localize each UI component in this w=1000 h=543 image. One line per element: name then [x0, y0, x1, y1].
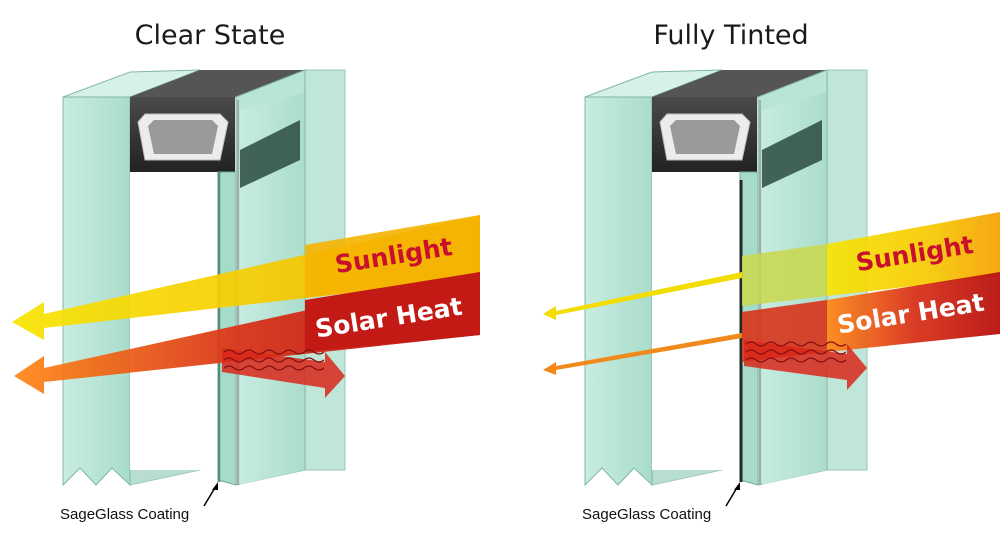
panel-fully-tinted: Fully Tinted Sunlight: [543, 20, 1000, 523]
sunlight-arrow-tinted: Sunlight: [543, 212, 1000, 320]
panel-clear-state: Clear State: [12, 20, 480, 523]
heat-waves-tinted: [744, 340, 867, 390]
spacer-bar: [652, 70, 827, 172]
solar-heat-arrow-tinted: Solar Heat: [543, 272, 1000, 390]
coating-callout-tinted: SageGlass Coating: [582, 482, 740, 523]
solar-heat-arrow-clear: Solar Heat: [14, 272, 480, 398]
coating-label-tinted: SageGlass Coating: [582, 506, 711, 523]
panel-title-tinted: Fully Tinted: [653, 20, 808, 51]
air-gap: [652, 172, 740, 470]
heat-waves-clear: [222, 348, 345, 398]
panel-title-clear: Clear State: [135, 20, 286, 51]
spacer-bar: [130, 70, 305, 172]
coating-label-clear: SageGlass Coating: [60, 506, 189, 523]
coating-callout-clear: SageGlass Coating: [60, 482, 218, 523]
sunlight-arrow-clear: Sunlight: [12, 215, 480, 340]
air-gap: [130, 172, 218, 470]
